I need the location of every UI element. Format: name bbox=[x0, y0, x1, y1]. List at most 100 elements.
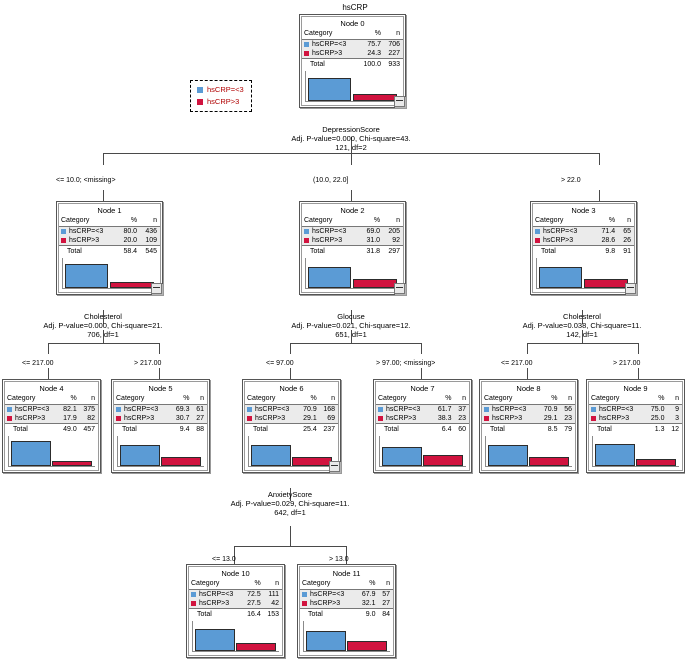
table-header-row: Category % n bbox=[302, 216, 403, 227]
connector-to-node2 bbox=[351, 153, 352, 165]
connector-node6-drop bbox=[290, 368, 291, 379]
total-pct: 9.4 bbox=[179, 426, 190, 433]
collapse-button-node0[interactable] bbox=[394, 96, 405, 107]
tree-node-node11[interactable]: Node 11 Category % n hsCRP=<3 67.9 57 hs… bbox=[297, 564, 396, 658]
node-stats-table: Category % n hsCRP=<3 71.4 65 hsCRP>3 28… bbox=[533, 216, 634, 256]
node-bar-chart bbox=[485, 436, 572, 467]
tree-node-node8[interactable]: Node 8 Category % n hsCRP=<3 70.9 56 hsC… bbox=[479, 379, 578, 473]
tree-node-node0[interactable]: Node 0 Category % n hsCRP=<3 75.7 706 hs… bbox=[299, 14, 406, 108]
total-label: Total bbox=[67, 248, 82, 255]
table-row: hsCRP>3 30.7 27 bbox=[114, 414, 207, 424]
node-title: Node 6 bbox=[279, 384, 304, 393]
category-label: hsCRP=<3 bbox=[310, 591, 345, 598]
category-label: hsCRP>3 bbox=[69, 237, 100, 244]
category-n: 57 bbox=[377, 589, 393, 599]
table-row: hsCRP=<3 75.0 9 bbox=[589, 404, 682, 414]
table-row: hsCRP>3 27.5 42 bbox=[189, 599, 282, 609]
header-pct: % bbox=[298, 394, 319, 405]
header-n: n bbox=[318, 394, 338, 405]
category-pct: 30.7 bbox=[170, 414, 192, 424]
tree-node-node2[interactable]: Node 2 Category % n hsCRP=<3 69.0 205 hs… bbox=[299, 201, 406, 295]
total-pct: 6.4 bbox=[441, 426, 452, 433]
split-info-node1: Cholesterol Adj. P-value=0.000, Chi-squa… bbox=[3, 312, 203, 339]
connector-node4-drop bbox=[48, 368, 49, 379]
table-total-row: Total 9.4 88 bbox=[114, 424, 207, 435]
connector-node6-stem bbox=[290, 488, 291, 501]
category-swatch-red bbox=[247, 416, 252, 421]
category-pct: 20.0 bbox=[116, 236, 140, 246]
edge-label-root-to-node3: > 22.0 bbox=[561, 177, 581, 184]
total-pct: 49.0 bbox=[63, 426, 77, 433]
table-total-row: Total 25.4 237 bbox=[245, 424, 338, 435]
total-n: 84 bbox=[382, 611, 390, 618]
total-label: Total bbox=[541, 248, 556, 255]
category-n: 92 bbox=[382, 236, 403, 246]
connector-node2-bus-stem bbox=[351, 330, 352, 343]
node-bar-chart bbox=[8, 436, 95, 467]
table-header-row: Category % n bbox=[114, 394, 207, 405]
table-row: hsCRP>3 24.3 227 bbox=[302, 49, 403, 59]
category-swatch-blue bbox=[116, 407, 121, 412]
tree-node-node6[interactable]: Node 6 Category % n hsCRP=<3 70.9 168 hs… bbox=[242, 379, 341, 473]
tree-node-node7[interactable]: Node 7 Category % n hsCRP=<3 61.7 37 hsC… bbox=[373, 379, 472, 473]
collapse-button-node2[interactable] bbox=[394, 283, 405, 294]
connector-node1-drop bbox=[103, 190, 104, 201]
category-n: 65 bbox=[617, 226, 634, 236]
category-n: 436 bbox=[139, 226, 160, 236]
tree-node-node9[interactable]: Node 9 Category % n hsCRP=<3 75.0 9 hsCR… bbox=[586, 379, 685, 473]
collapse-button-node3[interactable] bbox=[625, 283, 636, 294]
edge-label-node6-to-node11: > 13.0 bbox=[329, 556, 349, 563]
total-n: 933 bbox=[388, 61, 400, 68]
split-stats-line2: 121, df=2 bbox=[335, 143, 367, 152]
category-n: 227 bbox=[383, 49, 403, 59]
category-n: 61 bbox=[191, 404, 207, 414]
split-stats-line2: 651, df=1 bbox=[335, 330, 367, 339]
split-variable: Cholesterol bbox=[84, 312, 122, 321]
category-label: hsCRP>3 bbox=[492, 415, 523, 422]
split-stats-line1: Adj. P-value=0.029, Chi-square=11. bbox=[230, 499, 350, 508]
header-n: n bbox=[382, 216, 403, 227]
node-bar-chart bbox=[117, 436, 204, 467]
category-swatch-red bbox=[378, 416, 383, 421]
total-n: 457 bbox=[83, 426, 95, 433]
category-pct: 75.0 bbox=[645, 404, 667, 414]
node-stats-table: Category % n hsCRP=<3 80.0 436 hsCRP>3 2… bbox=[59, 216, 160, 256]
total-pct: 1.3 bbox=[654, 426, 665, 433]
table-row: hsCRP=<3 82.1 375 bbox=[5, 404, 98, 414]
category-n: 37 bbox=[453, 404, 469, 414]
category-swatch-red bbox=[304, 238, 309, 243]
header-category: Category bbox=[189, 579, 243, 590]
edge-label-root-to-node2: (10.0, 22.0] bbox=[313, 177, 349, 184]
category-pct: 27.5 bbox=[242, 599, 263, 609]
split-stats-line1: Adj. P-value=0.000, Chi-square=43. bbox=[291, 134, 411, 143]
table-row: hsCRP>3 38.3 23 bbox=[376, 414, 469, 424]
header-pct: % bbox=[116, 216, 140, 227]
collapse-button-node1[interactable] bbox=[151, 283, 162, 294]
category-label: hsCRP=<3 bbox=[124, 406, 159, 413]
category-swatch-red bbox=[535, 238, 540, 243]
tree-node-node3[interactable]: Node 3 Category % n hsCRP=<3 71.4 65 hsC… bbox=[530, 201, 637, 295]
total-label: Total bbox=[197, 611, 212, 618]
tree-node-node5[interactable]: Node 5 Category % n hsCRP=<3 69.3 61 hsC… bbox=[111, 379, 210, 473]
category-swatch-blue bbox=[61, 229, 66, 234]
total-label: Total bbox=[310, 61, 325, 68]
total-n: 153 bbox=[267, 611, 279, 618]
tree-node-node1[interactable]: Node 1 Category % n hsCRP=<3 80.0 436 hs… bbox=[56, 201, 163, 295]
split-stats-line2: 642, df=1 bbox=[274, 508, 306, 517]
bar-hscrp-high bbox=[236, 642, 277, 651]
tree-node-node10[interactable]: Node 10 Category % n hsCRP=<3 72.5 111 h… bbox=[186, 564, 285, 658]
total-label: Total bbox=[384, 426, 399, 433]
table-row: hsCRP=<3 69.3 61 bbox=[114, 404, 207, 414]
total-pct: 31.8 bbox=[366, 248, 381, 255]
category-pct: 82.1 bbox=[58, 404, 79, 414]
header-pct: % bbox=[170, 394, 192, 405]
collapse-button-node6[interactable] bbox=[329, 461, 340, 472]
total-label: Total bbox=[490, 426, 505, 433]
header-category: Category bbox=[589, 394, 646, 405]
table-row: hsCRP=<3 69.0 205 bbox=[302, 226, 403, 236]
category-label: hsCRP=<3 bbox=[543, 228, 578, 235]
table-header-row: Category % n bbox=[245, 394, 338, 405]
category-pct: 70.9 bbox=[538, 404, 560, 414]
table-total-row: Total 1.3 12 bbox=[589, 424, 682, 435]
tree-node-node4[interactable]: Node 4 Category % n hsCRP=<3 82.1 375 hs… bbox=[2, 379, 101, 473]
